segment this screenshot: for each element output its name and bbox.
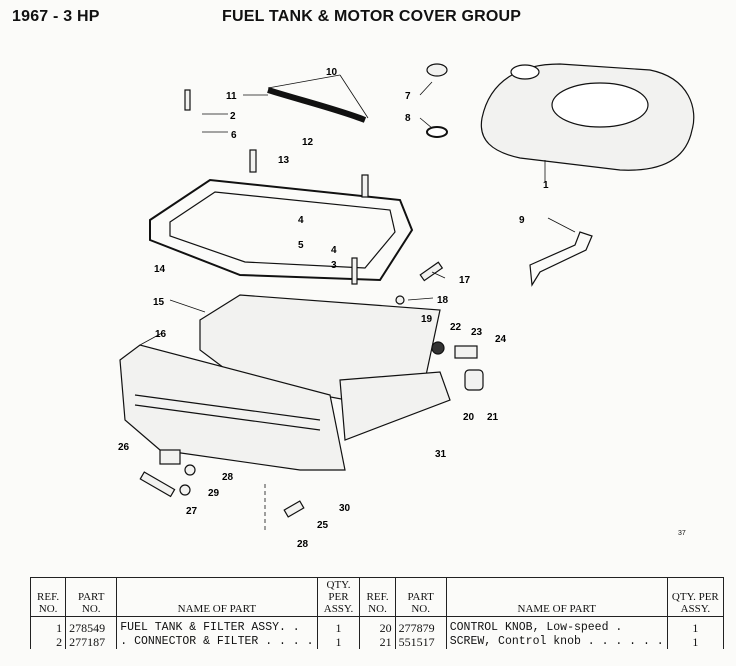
callout-label: 15	[153, 297, 165, 308]
col-header-ref: REF. NO.	[29, 577, 67, 617]
col-header-qty: QTY. PER ASSY.	[316, 577, 361, 617]
callout-label: 16	[155, 329, 167, 340]
name-cell: FUEL TANK & FILTER ASSY. .	[116, 616, 318, 635]
callout-label: 19	[421, 314, 433, 325]
ref-cell: 21	[359, 635, 396, 649]
callout-label: 1	[543, 180, 549, 191]
callout-labels: 1 2 3 4 4 5 6 7 8 9 10 11 12 13 14 15 16…	[118, 67, 549, 550]
tank-opening-shape	[551, 82, 649, 128]
callout-label: 21	[487, 412, 499, 423]
parts-table: REF. NO. PART NO. NAME OF PART QTY. PER …	[29, 577, 725, 649]
callout-label: 13	[278, 155, 290, 166]
callout-label: 8	[405, 113, 411, 124]
callout-label: 11	[226, 91, 237, 102]
col-header-part: PART NO.	[394, 577, 447, 617]
ref-cell: 2	[29, 635, 67, 649]
callout-label: 14	[154, 264, 166, 275]
lower-cover-shape	[119, 344, 346, 471]
callout-label: 10	[326, 67, 338, 78]
callout-label: 5	[298, 240, 304, 251]
callout-label: 17	[459, 275, 471, 286]
callout-label: 23	[471, 327, 483, 338]
callout-label: 6	[231, 130, 237, 141]
callout-label: 2	[230, 111, 236, 122]
page-number: 37	[678, 530, 686, 537]
qty-cell: 1	[666, 616, 725, 635]
col-header-name: NAME OF PART	[445, 577, 668, 617]
bracket-9-shape	[529, 231, 593, 287]
table-row: 2 277187 . CONNECTOR & FILTER . . . . 1 …	[29, 635, 725, 649]
callout-label: 27	[186, 506, 198, 517]
callout-label: 22	[450, 322, 462, 333]
model-title: 1967 - 3 HP	[12, 8, 100, 25]
group-title: FUEL TANK & MOTOR COVER GROUP	[222, 8, 522, 25]
callout-label: 24	[495, 334, 507, 345]
callout-label: 9	[519, 215, 525, 226]
callout-label: 20	[463, 412, 475, 423]
callout-label: 3	[331, 260, 337, 271]
callout-label: 28	[222, 472, 234, 483]
name-cell: SCREW, Control knob . . . . . .	[445, 635, 668, 649]
col-header-name: NAME OF PART	[116, 577, 318, 617]
name-cell: CONTROL KNOB, Low-speed .	[445, 616, 668, 635]
col-header-ref: REF. NO.	[359, 577, 396, 617]
callout-label: 7	[405, 91, 411, 102]
qty-cell: 1	[666, 635, 725, 649]
part-cell: 278549	[65, 616, 118, 635]
callout-label: 25	[317, 520, 329, 531]
fuel-cap-shape	[426, 63, 448, 77]
ref-cell: 20	[359, 616, 396, 635]
callout-label: 31	[435, 449, 447, 460]
qty-cell: 1	[316, 635, 361, 649]
callout-label: 30	[339, 503, 351, 514]
col-header-part: PART NO.	[65, 577, 118, 617]
name-cell: . CONNECTOR & FILTER . . . .	[116, 635, 318, 649]
col-header-qty: QTY. PER ASSY.	[666, 577, 725, 617]
callout-label: 18	[437, 295, 449, 306]
table-header-row: REF. NO. PART NO. NAME OF PART QTY. PER …	[29, 577, 725, 617]
part-cell: 277879	[394, 616, 447, 635]
ref-cell: 1	[29, 616, 67, 635]
frame-shape	[149, 178, 414, 282]
callout-label: 4	[298, 215, 304, 226]
callout-label: 29	[208, 488, 220, 499]
callout-label: 12	[302, 137, 314, 148]
callout-label: 28	[297, 539, 309, 550]
qty-cell: 1	[316, 616, 361, 635]
table-row: 1 278549 FUEL TANK & FILTER ASSY. . 1 20…	[29, 616, 725, 635]
callout-label: 4	[331, 245, 337, 256]
callout-label: 26	[118, 442, 130, 453]
part-cell: 277187	[65, 635, 118, 649]
part-cell: 551517	[394, 635, 447, 649]
bracket-shape	[339, 371, 451, 441]
exploded-parts-diagram: 1 2 3 4 4 5 6 7 8 9 10 11 12 13 14 15 16…	[118, 63, 695, 550]
